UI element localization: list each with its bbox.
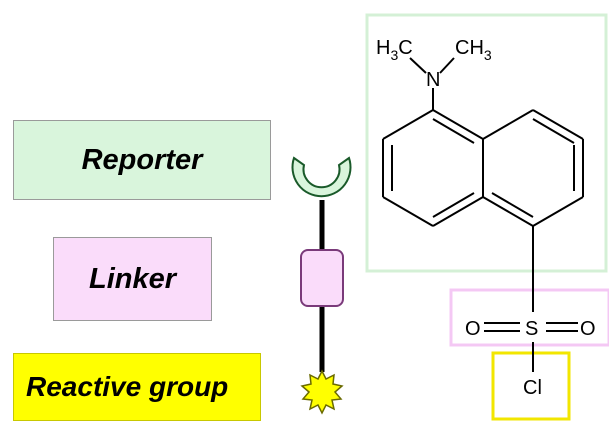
linker-label: Linker: [88, 262, 177, 295]
reporter-label: Reporter: [81, 143, 203, 176]
sulfur-label: S: [525, 318, 538, 340]
reporter-label-box: Reporter: [13, 120, 271, 200]
reactive-group-label-box: Reactive group: [13, 353, 261, 421]
schematic-probe: [291, 156, 352, 415]
oxygen-left-label: O: [465, 318, 481, 340]
linker-block-icon: [300, 249, 344, 307]
reactive-region-outline: [491, 351, 571, 421]
reporter-region-outline: [365, 13, 608, 273]
nitrogen-label: N: [426, 69, 440, 91]
linker-region-outline: [449, 288, 609, 347]
reactive-group-label: Reactive group: [26, 371, 229, 402]
dansyl-chloride-structure: [382, 57, 584, 372]
chlorine-label: Cl: [523, 377, 542, 399]
reactive-starburst-icon: [300, 369, 344, 415]
linker-label-box: Linker: [53, 237, 212, 321]
oxygen-right-label: O: [580, 318, 596, 340]
ch3-label: CH3: [455, 37, 492, 63]
h3c-label: H3C: [376, 37, 413, 63]
reporter-cup-icon: [291, 156, 352, 198]
